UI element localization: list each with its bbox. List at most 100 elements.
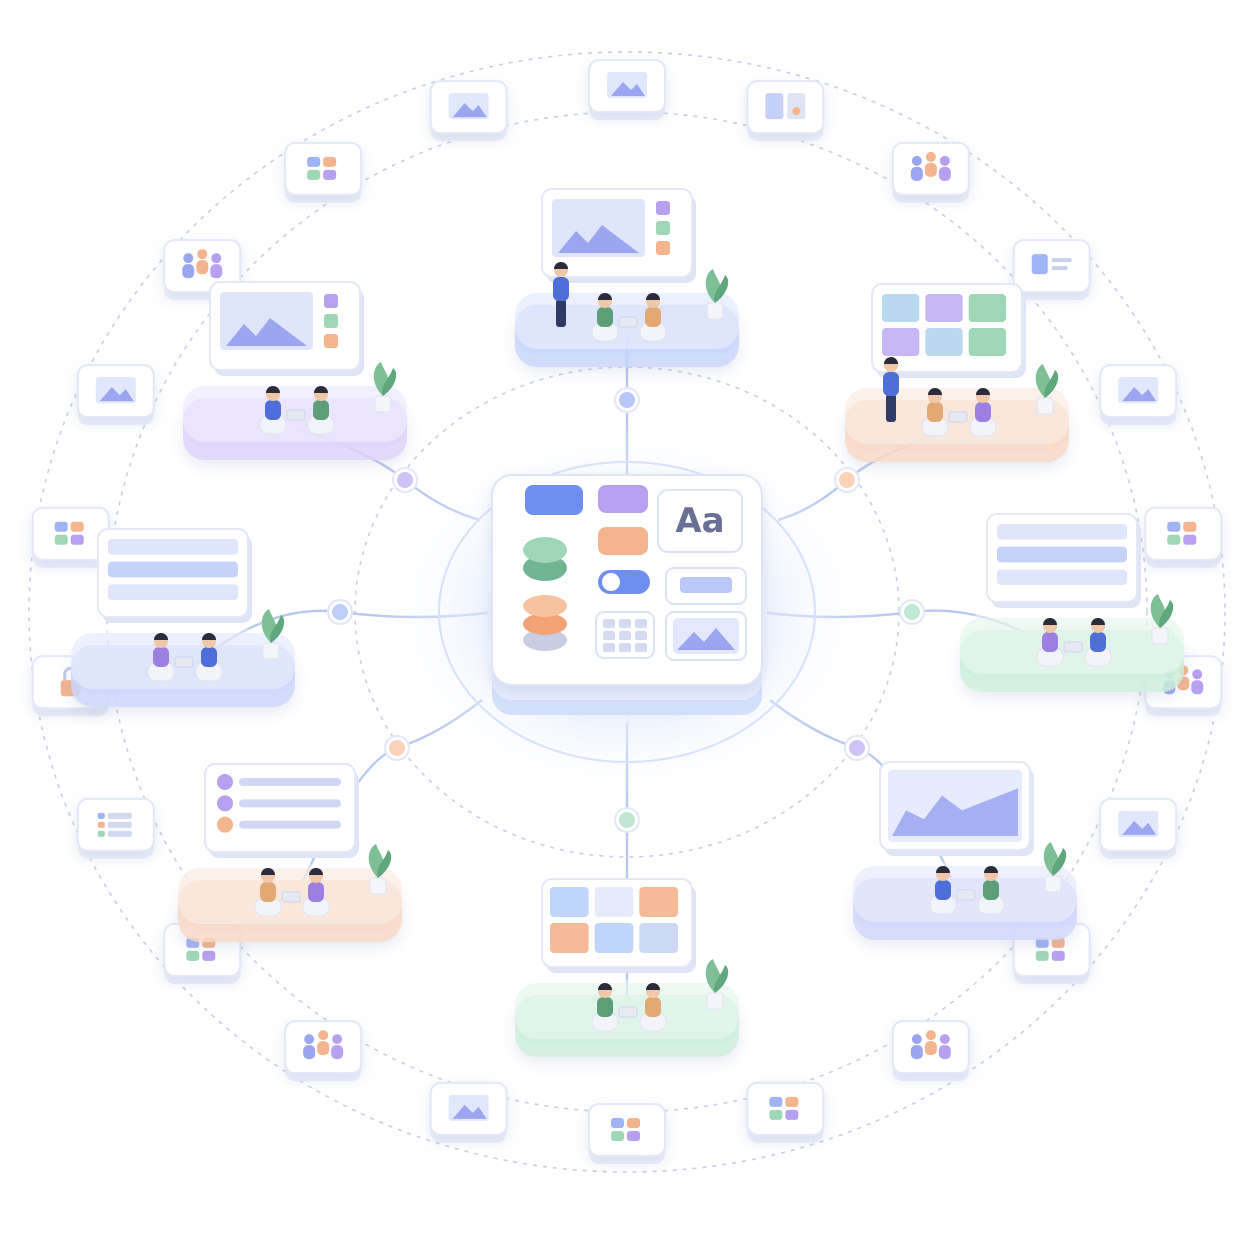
connector-node (392, 467, 418, 493)
laptop-icon (618, 316, 638, 328)
person-figure (639, 293, 667, 342)
tile-grid-icon (611, 1118, 640, 1141)
laptop-icon (956, 889, 976, 901)
tile-grid-icon (769, 1096, 799, 1120)
person-figure (591, 983, 619, 1032)
team-station-bottom (515, 878, 739, 1057)
team-station-top-left (183, 281, 407, 460)
plant-icon (1150, 594, 1174, 645)
design-system-hub: Aa (377, 422, 877, 802)
list-card-icon (97, 812, 132, 837)
connector-node (614, 807, 640, 833)
person-figure (1036, 618, 1064, 667)
outer-card (588, 1103, 666, 1164)
person-figure (591, 293, 619, 342)
team-station-top-right (845, 283, 1069, 462)
team-station-left (71, 528, 295, 707)
image-icon (665, 611, 747, 661)
users-group-icon (303, 1030, 344, 1060)
image-card-icon (448, 1094, 489, 1121)
connector-node (844, 735, 870, 761)
team-station-right (960, 513, 1184, 692)
laptop-icon (618, 1006, 638, 1018)
layout-grid-icon (550, 887, 678, 953)
input-field-icon (665, 567, 747, 605)
plant-icon (1035, 364, 1059, 415)
outer-card (746, 80, 825, 142)
person-figure (302, 868, 330, 917)
outer-card-ring (31, 59, 1223, 1164)
outer-card (76, 364, 155, 426)
outer-card (1099, 797, 1178, 859)
connector-node (834, 467, 860, 493)
users-group-icon (910, 1030, 951, 1060)
person-figure (639, 983, 667, 1032)
person-figure (307, 386, 335, 435)
image-card-icon (607, 72, 647, 98)
users-group-icon (910, 151, 951, 181)
tile-grid-icon (1035, 937, 1065, 961)
outer-card (588, 59, 666, 120)
outer-card (284, 141, 363, 203)
tile-grid-icon (307, 156, 337, 180)
image-card-icon (448, 93, 489, 120)
plant-icon (705, 269, 729, 320)
profile-card-icon (1031, 254, 1072, 275)
tile-grid-icon (882, 294, 1006, 356)
person-figure (553, 262, 569, 327)
button-pill-icon (598, 485, 648, 555)
typography-sample-label: Aa (675, 501, 724, 541)
tile-grid-icon (1167, 521, 1197, 545)
plant-icon (1043, 842, 1067, 893)
plant-icon (261, 609, 285, 660)
person-figure (969, 388, 997, 437)
connector-node (899, 599, 925, 625)
area-chart-icon (888, 770, 1022, 842)
outer-card (76, 797, 155, 859)
typography-icon: Aa (657, 489, 743, 553)
split-layout-icon (765, 93, 806, 120)
laptop-icon (948, 411, 968, 423)
outer-card (1012, 239, 1091, 301)
person-figure (1084, 618, 1112, 667)
person-figure (977, 866, 1005, 915)
plant-icon (368, 844, 392, 895)
outer-card (746, 1081, 825, 1143)
person-figure (195, 633, 223, 682)
laptop-icon (286, 409, 306, 421)
outer-card (1144, 506, 1223, 568)
connector-node (327, 599, 353, 625)
outer-card (31, 506, 110, 568)
team-station-bottom-right (853, 761, 1077, 940)
outer-card (284, 1020, 363, 1082)
connector-nodes (327, 387, 925, 833)
person-figure (929, 866, 957, 915)
form-icon (108, 539, 238, 600)
outer-card (891, 1020, 970, 1082)
list-icon (217, 774, 341, 833)
button-pill-icon (525, 485, 583, 515)
users-group-icon (182, 249, 223, 279)
team-station-top (515, 188, 739, 367)
person-figure (921, 388, 949, 437)
plant-icon (705, 959, 729, 1010)
connector-node (614, 387, 640, 413)
connector-node (384, 735, 410, 761)
color-stack-icon (523, 537, 567, 651)
image-landscape-icon (220, 292, 338, 350)
laptop-icon (174, 656, 194, 668)
outer-orbit-ring (28, 51, 1226, 1173)
person-figure (883, 357, 899, 422)
laptop-icon (1063, 641, 1083, 653)
team-station-bottom-left (178, 763, 402, 942)
person-figure (147, 633, 175, 682)
person-figure (254, 868, 282, 917)
outer-card (429, 80, 508, 142)
image-card-icon (1118, 377, 1159, 404)
outer-card (429, 1081, 508, 1143)
grid-icon (595, 611, 655, 659)
image-card-icon (95, 377, 136, 404)
image-landscape-icon (552, 199, 670, 257)
person-figure (259, 386, 287, 435)
plant-icon (373, 362, 397, 413)
